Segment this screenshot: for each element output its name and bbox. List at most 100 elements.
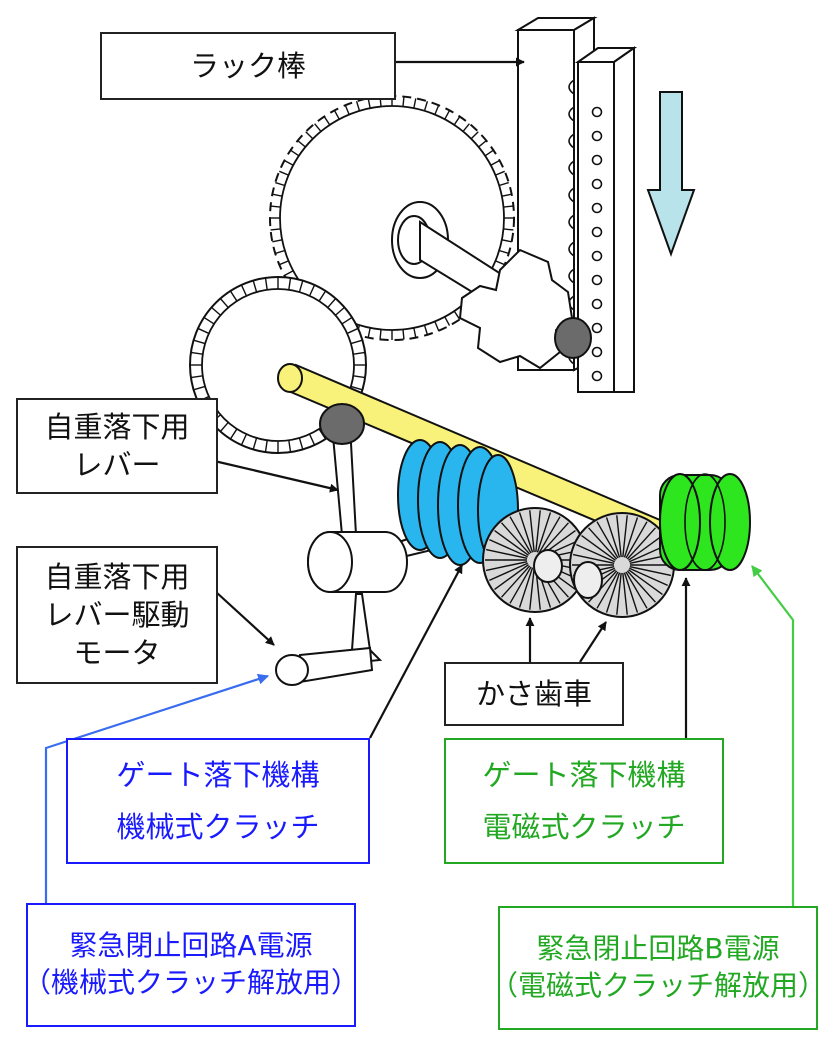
- gear-tooth: [272, 193, 283, 197]
- gear-tooth: [229, 290, 238, 302]
- gear-tooth: [288, 440, 292, 453]
- gravity-lever-line2: レバー: [73, 448, 161, 482]
- gear-tooth: [470, 131, 479, 140]
- gear-tooth: [413, 98, 417, 109]
- rack-tooth: [568, 133, 575, 149]
- bevel-spoke: [616, 515, 622, 558]
- bevel-spoke: [572, 553, 615, 565]
- rack-hole: [591, 322, 603, 334]
- bevel-spoke: [626, 527, 656, 560]
- bevel-spoke: [538, 516, 561, 554]
- gear-tooth: [308, 284, 316, 297]
- rack-tooth: [568, 214, 575, 230]
- pinion-gear: [458, 248, 592, 370]
- gear-tooth: [190, 375, 203, 379]
- bevel-spoke: [501, 565, 531, 598]
- bevel-spoke: [623, 572, 639, 613]
- rack-bar-label: ラック棒: [100, 32, 396, 100]
- gear-tooth: [284, 159, 294, 166]
- bevel-spoke: [485, 560, 528, 572]
- power-a-line1: 緊急閉止回路A電源: [69, 929, 313, 963]
- gear-tooth: [423, 101, 429, 112]
- gear-tooth: [444, 316, 451, 326]
- rack-tooth: [568, 160, 575, 176]
- lever-motor-label: 自重落下用 レバー駆動 モータ: [16, 546, 218, 684]
- bevel-spoke: [628, 535, 663, 561]
- gravity-lever-line1: 自重落下用: [44, 409, 190, 444]
- gear-tooth: [498, 249, 509, 255]
- electromagnetic-clutch-label: ゲート落下機構 電磁式クラッチ: [444, 738, 724, 864]
- gear-tooth: [193, 385, 206, 391]
- bevel-spoke: [605, 517, 621, 558]
- gear-tooth: [323, 116, 331, 126]
- rack-hole: [591, 346, 603, 358]
- lever-motor-line1: 自重落下用: [44, 559, 190, 594]
- bevel-spoke: [626, 570, 656, 603]
- bevel-spoke: [622, 515, 628, 558]
- gear-tooth: [350, 385, 363, 391]
- mech-clutch-line1: ゲート落下機構: [116, 757, 320, 792]
- bevel-gear-left: [482, 507, 588, 613]
- bevel-spoke: [485, 548, 528, 560]
- gear-tooth: [355, 101, 361, 112]
- gear-tooth: [275, 181, 286, 187]
- gear-tooth: [346, 327, 359, 335]
- gear-tooth: [434, 105, 440, 115]
- rack-hole: [591, 274, 603, 286]
- gear-tooth: [434, 321, 440, 331]
- gear-tooth: [197, 327, 210, 335]
- power-a-label: 緊急閉止回路A電源 （機械式クラッチ解放用）: [23, 903, 359, 1027]
- gear-tooth: [270, 205, 281, 208]
- bevel-spoke: [529, 567, 535, 610]
- power-b-label: 緊急閉止回路B電源 （電磁式クラッチ解放用）: [490, 906, 826, 1030]
- bevel-spoke: [494, 564, 529, 590]
- bevel-spoke: [489, 562, 528, 581]
- bevel-spoke: [535, 510, 541, 553]
- gear-tooth: [462, 123, 470, 132]
- rack-hole: [591, 130, 603, 142]
- rack-hole: [591, 154, 603, 166]
- lever-motor-line3: モータ: [73, 636, 161, 671]
- gear-tooth: [503, 228, 514, 231]
- bevel-spoke: [605, 572, 621, 613]
- gear-tooth: [203, 316, 215, 325]
- gear-tooth: [284, 270, 294, 277]
- gear-tooth: [252, 437, 258, 450]
- gear-tooth: [498, 181, 509, 187]
- bevel-spoke: [588, 527, 618, 560]
- gear-tooth: [240, 284, 248, 297]
- rack-bar-text: ラック棒: [189, 48, 306, 83]
- gear-tooth: [501, 239, 512, 243]
- rack-tooth: [568, 106, 575, 122]
- bevel-spoke: [536, 512, 552, 553]
- gear-tooth: [444, 110, 451, 120]
- gear-tooth: [490, 159, 500, 166]
- gear-tooth: [503, 205, 514, 208]
- rack-hole: [591, 298, 603, 310]
- gear-tooth: [341, 316, 353, 325]
- gear-tooth: [413, 327, 417, 338]
- gear-tooth: [423, 324, 429, 335]
- rack-hole: [591, 250, 603, 262]
- gear-tooth: [350, 339, 363, 345]
- bevel-spoke: [494, 530, 529, 556]
- rack-hole: [591, 178, 603, 190]
- down-arrow: [646, 91, 696, 257]
- gear-tooth: [275, 249, 286, 255]
- gear-tooth: [252, 280, 258, 293]
- gear-tooth: [367, 327, 371, 338]
- gravity-lever-label: 自重落下用 レバー: [16, 398, 218, 494]
- gear-tooth: [353, 351, 366, 355]
- gear-tooth: [344, 105, 350, 115]
- power-b-line: [751, 565, 795, 906]
- gear-tooth: [279, 260, 289, 266]
- bevel-spoke: [629, 567, 668, 586]
- bevel-spoke: [625, 571, 648, 609]
- black-arrows: [209, 57, 691, 739]
- gear-tooth: [305, 131, 314, 140]
- bevel-spoke: [509, 516, 532, 554]
- gear-tooth: [272, 239, 283, 243]
- electromagnetic-clutch: [659, 473, 751, 571]
- gear-tooth: [240, 433, 248, 446]
- gear-tooth: [298, 280, 304, 293]
